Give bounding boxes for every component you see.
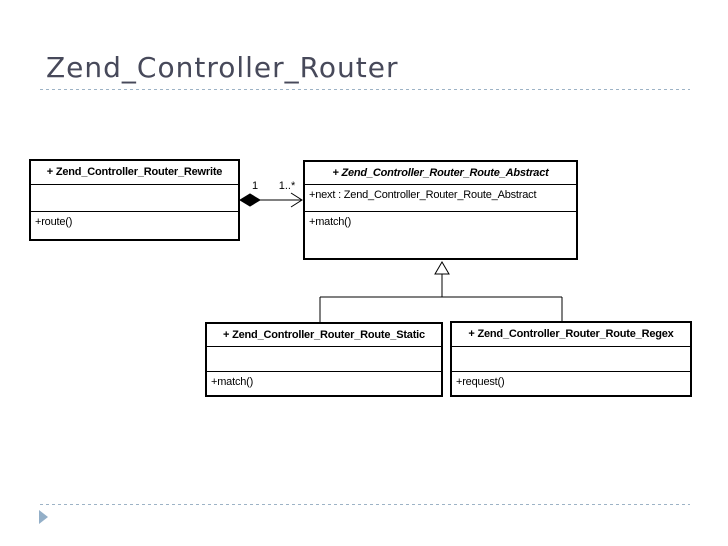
class-attributes-empty [31, 185, 238, 212]
title-divider [40, 89, 690, 90]
class-name: + Zend_Controller_Router_Route_Regex [452, 323, 690, 347]
class-box-rewrite: + Zend_Controller_Router_Rewrite +route(… [29, 159, 240, 241]
method-label: +route() [35, 216, 73, 228]
multiplicity-target-label: 1..* [278, 180, 296, 192]
class-name: + Zend_Controller_Router_Route_Abstract [305, 162, 576, 185]
composition-arrowhead-icon [290, 192, 303, 208]
next-slide-arrow-icon [39, 510, 48, 524]
class-box-route-regex: + Zend_Controller_Router_Route_Regex +re… [450, 321, 692, 397]
multiplicity-source-label: 1 [251, 180, 259, 192]
composition-diamond-icon [239, 193, 261, 207]
class-methods: +match() [305, 212, 576, 229]
attribute-label: +next : Zend_Controller_Router_Route_Abs… [309, 189, 537, 201]
class-box-route-abstract: + Zend_Controller_Router_Route_Abstract … [303, 160, 578, 260]
class-methods: +match() [207, 372, 441, 389]
class-name: + Zend_Controller_Router_Rewrite [31, 161, 238, 185]
page-title: Zend_Controller_Router [46, 51, 399, 84]
method-label: +match() [211, 376, 254, 388]
class-methods: +route() [31, 212, 238, 229]
method-label: +match() [309, 216, 352, 228]
class-attributes-empty [207, 347, 441, 372]
footer-divider [40, 504, 690, 505]
method-label: +request() [456, 376, 505, 388]
class-name: + Zend_Controller_Router_Route_Static [207, 324, 441, 347]
class-attributes: +next : Zend_Controller_Router_Route_Abs… [305, 185, 576, 212]
class-box-route-static: + Zend_Controller_Router_Route_Static +m… [205, 322, 443, 397]
class-methods: +request() [452, 372, 690, 389]
generalization-triangle-icon [434, 261, 450, 275]
class-attributes-empty [452, 347, 690, 372]
